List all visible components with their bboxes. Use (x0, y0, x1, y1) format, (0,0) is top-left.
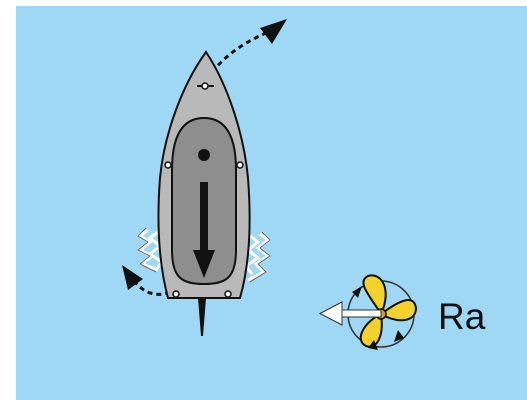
propeller-label: Ra (438, 296, 486, 337)
thrust-arrow-icon (318, 301, 382, 326)
deck-fittings (164, 161, 244, 298)
water-background (16, 6, 527, 400)
rudder (198, 298, 206, 336)
motion-arrow-icon (193, 182, 215, 278)
bow-cleat (197, 82, 214, 90)
wake-right-outline (249, 231, 271, 283)
wake-left-outline (137, 227, 157, 273)
bow-turn-arrow-icon (210, 19, 287, 73)
mast (198, 149, 210, 161)
